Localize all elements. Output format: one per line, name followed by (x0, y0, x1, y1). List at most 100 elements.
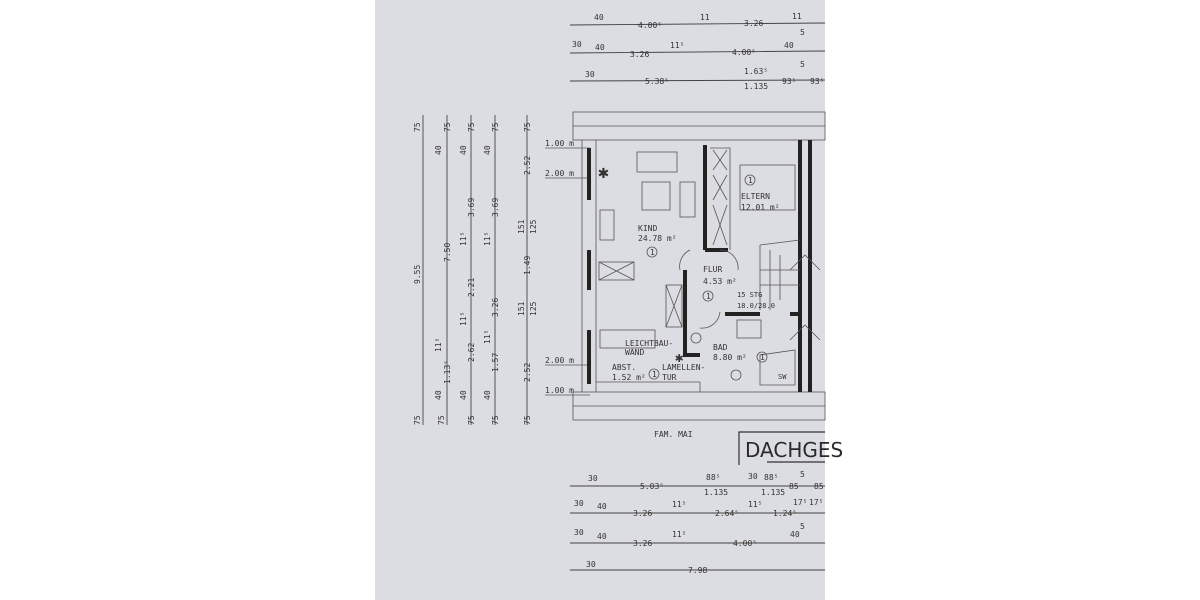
dim-label: 1.57 (491, 353, 500, 372)
dim-label: 1.135 (704, 488, 728, 497)
dim-label: 3.26 (630, 50, 649, 59)
wall-note: LEICHTBAU- (625, 339, 673, 348)
dim-label: 40 (784, 41, 794, 50)
stairs-note: 18.0/28.0 (737, 302, 775, 310)
dim-label: 1.49 (523, 256, 532, 275)
dim-label: 3.26 (491, 298, 500, 317)
room-marker: 1 (706, 292, 711, 301)
dim-label: 40 (790, 530, 800, 539)
room-marker: 1 (652, 370, 657, 379)
dim-label: 30 (588, 474, 598, 483)
dim-label: 11 (792, 12, 802, 21)
room-area-abst: 1.52 m² (612, 373, 646, 382)
dim-label: 11⁵ (670, 41, 684, 50)
dim-label: 7.50 (443, 243, 452, 262)
dim-label: 11⁵ (483, 330, 492, 344)
dim-label: 17⁵ (809, 498, 823, 507)
furniture: ✱ ✱ (598, 151, 796, 386)
stairs-note: 15 STG (737, 291, 762, 299)
dim-label: 4.00⁵ (732, 48, 756, 57)
dim-label: 4.00⁵ (733, 539, 757, 548)
plant-icon: ✱ (675, 350, 684, 366)
dim-label: 5 (800, 28, 805, 37)
wall-note: WAND (625, 348, 644, 357)
dim-label: 30 (748, 472, 758, 481)
paper-sheet (375, 0, 825, 600)
dim-label: 2.64⁵ (715, 509, 739, 518)
dim-label: 85 (789, 482, 799, 491)
dim-label: 40 (434, 390, 443, 400)
dim-label: 30 (572, 40, 582, 49)
dim-label: 2.52 (523, 363, 532, 382)
dim-label: 151 (517, 219, 526, 234)
dim-label: 3.26 (633, 539, 652, 548)
dim-label: 2.62 (467, 343, 476, 362)
dim-label: 2.52 (523, 156, 532, 175)
dim-label: 11⁵ (434, 338, 443, 352)
dim-label: 75 (491, 122, 500, 132)
room-marker: 1 (748, 176, 753, 185)
room-marker: 1 (650, 248, 655, 257)
dim-label: 5 (800, 470, 805, 479)
dim-label: 40 (595, 43, 605, 52)
ceiling-height-markers: 1.00 m 2.00 m 2.00 m 1.00 m (545, 139, 590, 396)
room-name-abst: ABST. (612, 363, 636, 372)
dim-label: 125 (529, 301, 538, 316)
plan-title: DACHGES (745, 438, 843, 462)
dim-label: 151 (517, 301, 526, 316)
dim-label: 40 (483, 390, 492, 400)
dim-label: 75 (437, 415, 446, 425)
dim-label: 75 (443, 122, 452, 132)
dim-label: 17⁵ (793, 498, 807, 507)
room-name-eltern: ELTERN (741, 192, 770, 201)
dim-label: 1.135 (761, 488, 785, 497)
dim-label: 30 (574, 528, 584, 537)
dim-label: 40 (597, 532, 607, 541)
dim-label: 75 (467, 122, 476, 132)
roof-tiles (572, 111, 826, 421)
dim-label: 40 (594, 13, 604, 22)
dim-label: 11⁵ (459, 312, 468, 326)
dim-label: 40 (483, 145, 492, 155)
dim-label: 5 (800, 522, 805, 531)
door-note: LAMELLEN- (662, 363, 705, 372)
walls (581, 140, 821, 392)
plant-icon: ✱ (598, 162, 609, 183)
dim-label: 30 (586, 560, 596, 569)
dim-label: 40 (434, 145, 443, 155)
room-area-bad: 8.80 m² (713, 353, 747, 362)
dim-label: 1.135 (744, 82, 768, 91)
dim-label: 40 (597, 502, 607, 511)
dim-label: 75 (491, 415, 500, 425)
dim-label: 9.55 (413, 265, 422, 284)
room-name-bad: BAD (713, 343, 728, 352)
dim-label: 5.38⁵ (645, 77, 669, 86)
dim-label: 40 (459, 145, 468, 155)
bottom-dimension-chains: 30 5.03⁵ 88⁵ 1.135 30 88⁵ 1.135 85 5 85 … (570, 470, 825, 575)
dim-label: 11⁵ (672, 500, 686, 509)
dim-label: 3.26 (744, 19, 763, 28)
dim-label: 11⁵ (748, 500, 762, 509)
dim-label: 1.63⁵ (744, 67, 768, 76)
dim-label: 2.21 (467, 278, 476, 297)
room-area-flur: 4.53 m² (703, 277, 737, 286)
dim-label: 7.98 (688, 566, 707, 575)
room-labels: KIND 24.78 m² 1 ELTERN 12.01 m² 1 FLUR 4… (612, 174, 787, 382)
tub-note: SW (778, 373, 787, 381)
dim-label: 3.69 (491, 198, 500, 217)
dim-label: 5.03⁵ (640, 482, 664, 491)
height-label: 1.00 m (545, 386, 574, 395)
dim-label: 11 (700, 13, 710, 22)
dim-label: 93⁵ (810, 77, 824, 86)
room-area-eltern: 12.01 m² (741, 203, 780, 212)
dim-label: 3.26 (633, 509, 652, 518)
dim-label: 88⁵ (764, 473, 778, 482)
dim-label: 93⁵ (782, 77, 796, 86)
height-label: 1.00 m (545, 139, 574, 148)
title-block: DACHGES (738, 431, 843, 465)
dim-label: 1.24⁵ (773, 509, 797, 518)
dim-label: 75 (413, 415, 422, 425)
dim-label: 3.69 (467, 198, 476, 217)
dim-label: 75 (413, 122, 422, 132)
dim-label: 4.00⁵ (638, 21, 662, 30)
